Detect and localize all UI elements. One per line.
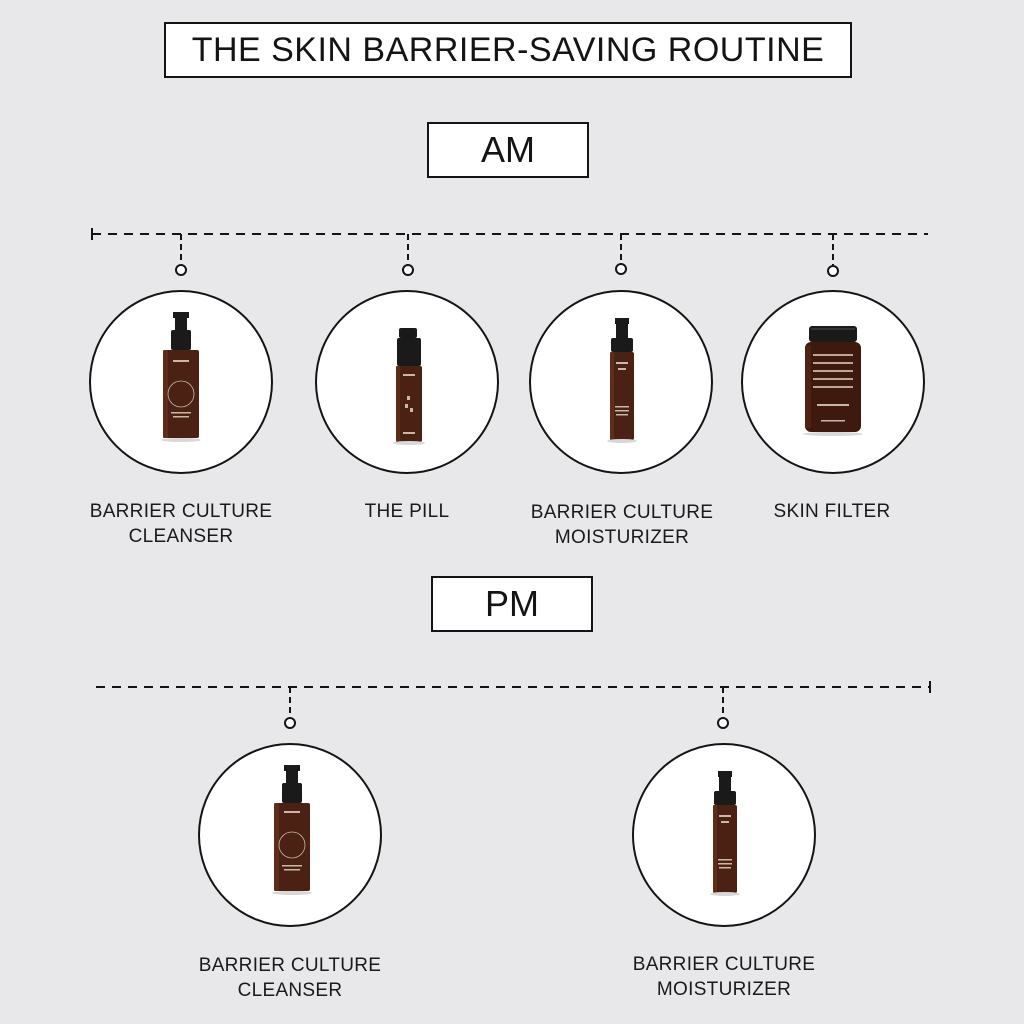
pm-product-1-circle (198, 743, 382, 927)
moisturizer-bottle-icon (607, 318, 637, 443)
pm-product-2-circle (632, 743, 816, 927)
am-product-4-label: SKIN FILTER (773, 501, 891, 522)
am-product-4-circle (741, 290, 925, 474)
am-product-1-circle (89, 290, 273, 474)
am-connector-node (402, 264, 414, 276)
pm-heading: PM (431, 576, 593, 632)
am-connector-node (615, 263, 627, 275)
pm-connector-node (717, 717, 729, 729)
pm-connector-node (284, 717, 296, 729)
serum-bottle-icon (393, 328, 425, 445)
am-heading: AM (427, 122, 589, 178)
am-product-2-circle (315, 290, 499, 474)
am-product-3-circle (529, 290, 713, 474)
page-title: THE SKIN BARRIER-SAVING ROUTINE (164, 22, 852, 78)
am-connector-node (175, 264, 187, 276)
am-product-2-label: THE PILL (364, 501, 450, 522)
cleanser-bottle-icon (161, 312, 201, 442)
cleanser-bottle-icon (272, 765, 312, 895)
moisturizer-bottle-icon (710, 771, 740, 896)
supplement-jar-icon (803, 326, 863, 436)
am-connector-node (827, 265, 839, 277)
